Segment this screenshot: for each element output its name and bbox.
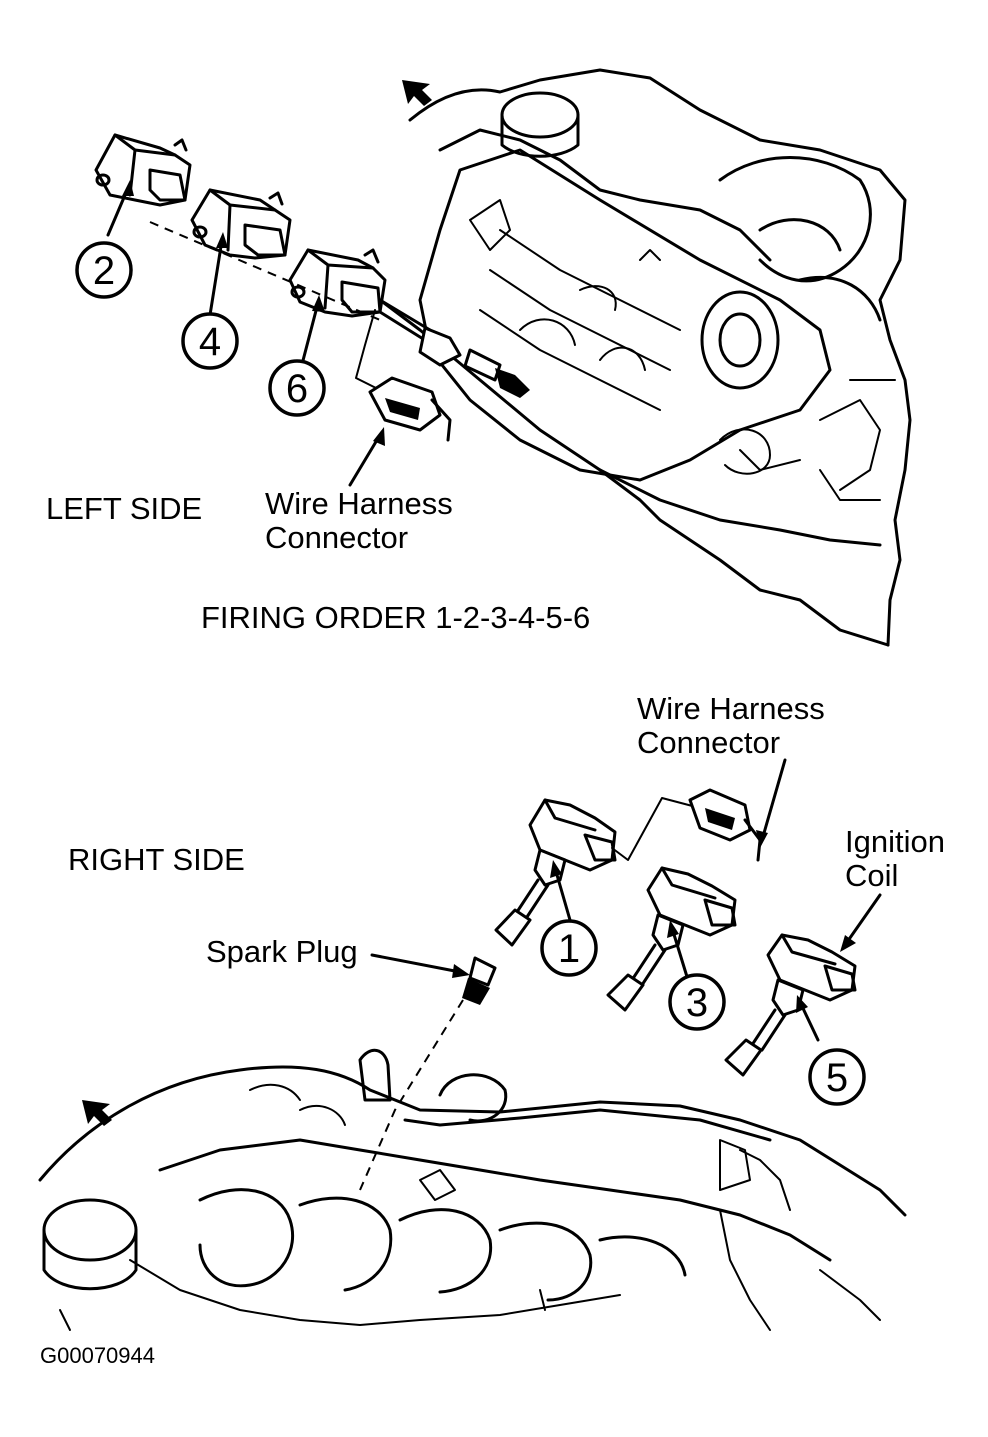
left-side-label: LEFT SIDE [46, 491, 202, 526]
figure-id: G00070944 [40, 1343, 155, 1368]
front-arrow-icon [82, 1100, 112, 1126]
harness-label-line1: Wire Harness [265, 486, 453, 521]
coil-number: 2 [93, 249, 115, 293]
coil-number: 4 [199, 320, 221, 364]
left-engine-illustration [378, 68, 912, 647]
ignition-coil-label-line2: Coil [845, 858, 898, 893]
coil-number: 6 [286, 367, 308, 411]
spark-plug-icon [463, 348, 530, 398]
spark-plug-icon [462, 956, 497, 1005]
ignition-coil-label-line1: Ignition [845, 824, 945, 859]
ignition-coil-icon [494, 798, 617, 947]
ignition-coil-icon [288, 248, 462, 367]
harness-label-line2: Connector [637, 725, 780, 760]
front-arrow-icon [402, 80, 432, 106]
right-engine-illustration [38, 1049, 907, 1331]
harness-label-line1: Wire Harness [637, 691, 825, 726]
harness-connector-icon [688, 788, 762, 862]
coil-number: 5 [826, 1056, 848, 1100]
ignition-coil-icon [724, 933, 857, 1077]
spark-plug-label: Spark Plug [206, 934, 358, 969]
ignition-coil-icon [94, 133, 192, 207]
coil-number: 1 [558, 927, 580, 971]
harness-label-line2: Connector [265, 520, 408, 555]
ignition-coil-icon [190, 188, 292, 260]
harness-connector-icon [368, 376, 452, 442]
firing-order-label: FIRING ORDER 1-2-3-4-5-6 [201, 600, 590, 635]
coil-number: 3 [686, 981, 708, 1025]
right-side-label: RIGHT SIDE [68, 842, 245, 877]
